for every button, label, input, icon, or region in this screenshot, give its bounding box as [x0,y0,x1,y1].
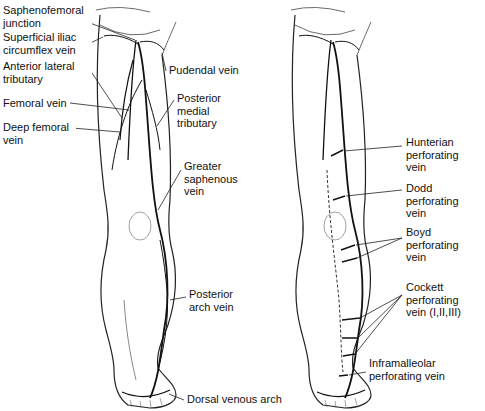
vein-label: Cockett perforating vein (I,II,III) [405,281,477,319]
vein-label: Femoral vein [2,97,68,110]
vein-label: Dorsal venous arch [186,393,283,406]
vein-label: Dodd perforating vein [405,182,477,220]
vein-label: Deep femoral vein [2,121,76,146]
left-leg [96,7,176,408]
vein-label: Boyd perforating vein [405,226,477,264]
vein-label: Anterior lateral tributary [2,60,92,85]
vein-label: Posterior medial tributary [176,92,248,130]
vein-label: Posterior arch vein [188,288,250,313]
leader-lines [70,20,402,400]
vein-label: Inframalleolar perforating vein [368,357,470,382]
right-leg [291,7,371,408]
vein-label: Pudendal vein [168,64,240,77]
vein-label: Saphenofemoral junction [2,4,92,29]
vein-label: Superficial iliac circumflex vein [2,31,92,56]
vein-label: Greater saphenous vein [183,160,245,198]
vein-label: Hunterian perforating vein [405,136,477,174]
